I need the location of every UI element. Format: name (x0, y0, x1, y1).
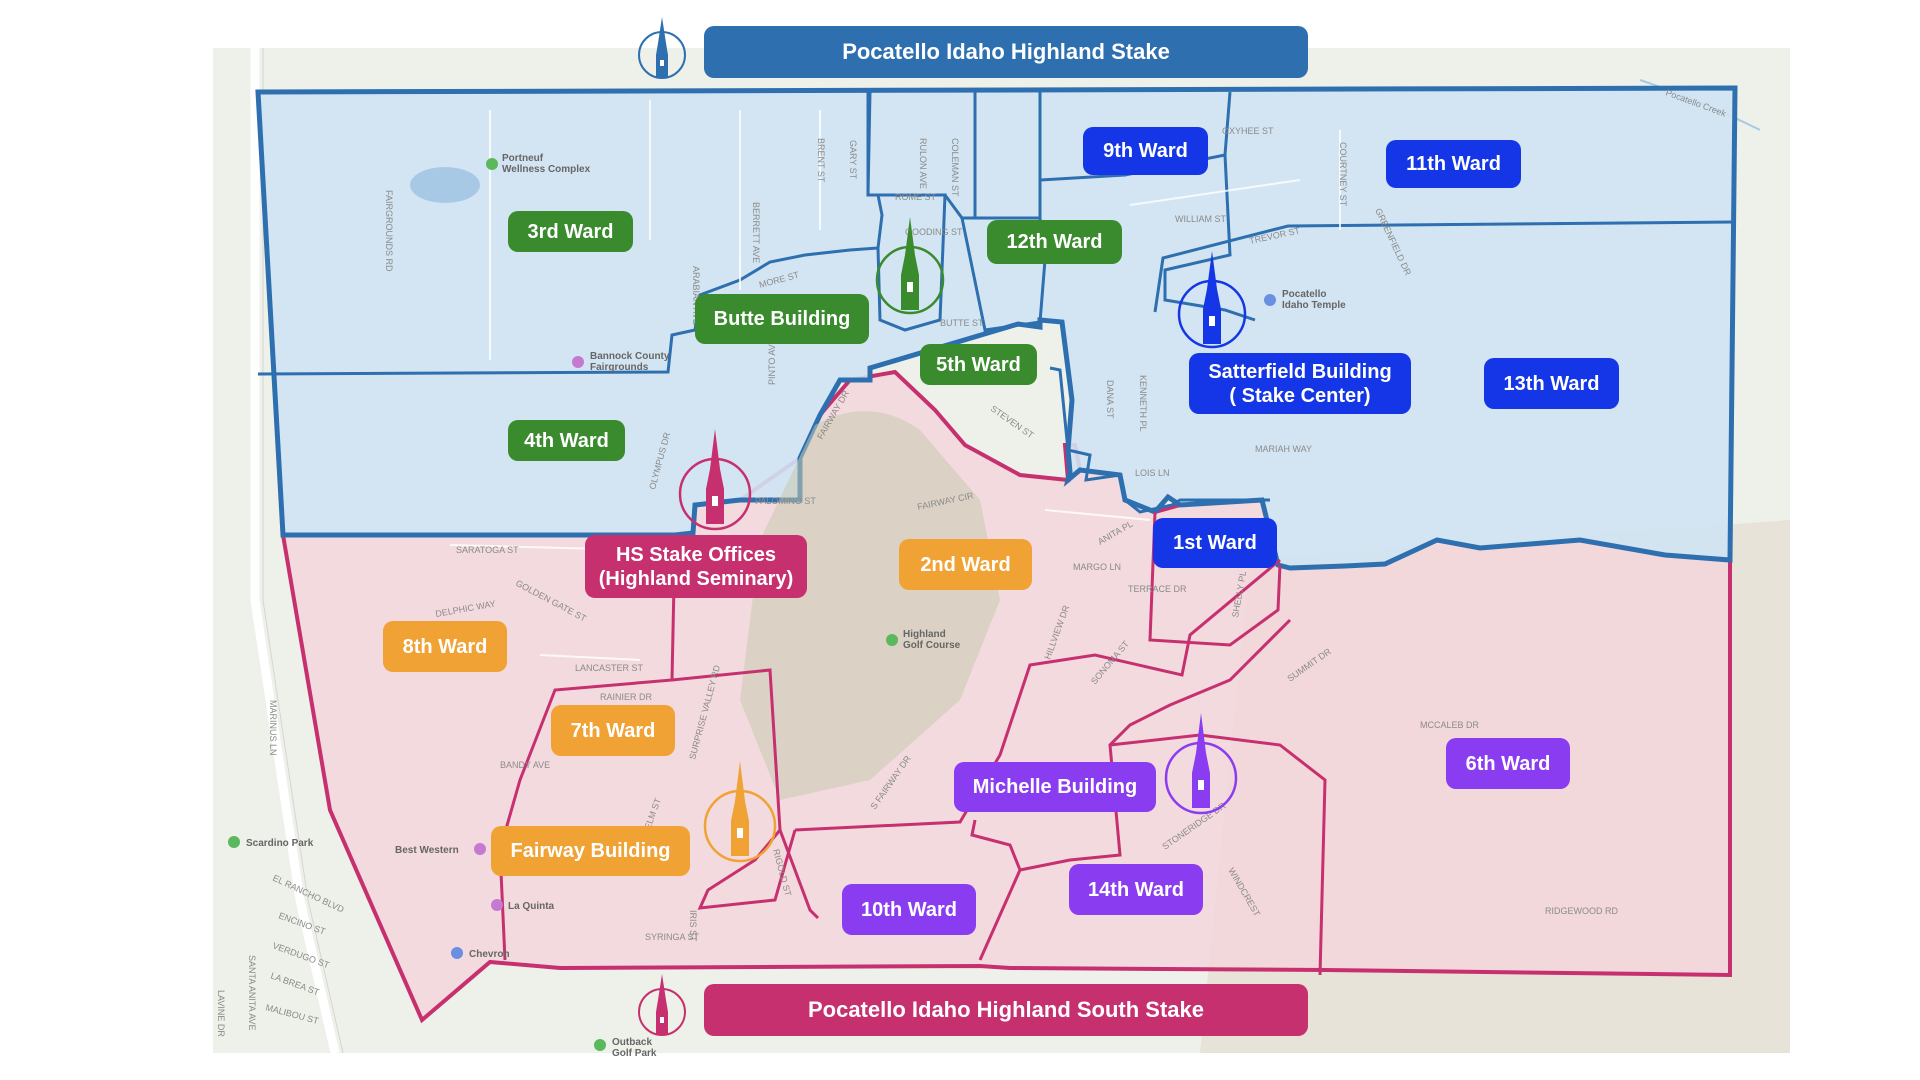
street-label: ARABIAN AVE (691, 266, 701, 325)
street-label: LANCASTER ST (575, 663, 644, 673)
poi-label: Best Western (395, 845, 459, 856)
street-label: IRIS ST (688, 910, 698, 942)
street-label: MARIAH WAY (1255, 444, 1312, 454)
street-label: ROME ST (895, 192, 937, 202)
ward-label-8th: 8th Ward (383, 621, 507, 672)
ward-label-7th: 7th Ward (551, 705, 675, 756)
street-label: BRENT ST (816, 138, 826, 183)
street-label: MARGO LN (1073, 562, 1121, 572)
street-label: LAVINE DR (216, 990, 226, 1037)
meetinghouse-icon (678, 429, 752, 531)
highway-edge (262, 48, 344, 1054)
street-label: KENNETH PL (1138, 375, 1148, 432)
street-label: MCCALEB DR (1420, 720, 1480, 730)
golf-course-area (740, 411, 1000, 800)
street-label: SARATOGA ST (456, 545, 519, 555)
poi-label: Scardino Park (246, 838, 314, 849)
meetinghouse-icon (875, 217, 945, 315)
street-label: RULON AVE (918, 138, 928, 189)
street-label: DANA ST (1105, 380, 1115, 419)
ward-label-5th: 5th Ward (920, 344, 1037, 385)
street-label: GOODING ST (905, 227, 963, 237)
street-label: COURTNEY ST (1338, 142, 1348, 207)
meetinghouse-icon (1177, 251, 1247, 349)
meetinghouse-icon (1164, 713, 1238, 815)
street-label: TERRACE DR (1128, 584, 1187, 594)
street-label: BUTTE ST (940, 318, 984, 328)
street-label: LOIS LN (1135, 468, 1170, 478)
park-icon (228, 836, 240, 848)
fuel-icon (451, 947, 463, 959)
hotel-icon (491, 899, 503, 911)
building-label-michelle: Michelle Building (954, 762, 1156, 812)
street-label: MARINUS LN (268, 700, 278, 756)
golf-icon (886, 634, 898, 646)
ward-label-9th: 9th Ward (1083, 127, 1208, 175)
street-label: RIDGEWOOD RD (1545, 906, 1618, 916)
ward-label-13th: 13th Ward (1484, 358, 1619, 409)
street-label: FAIRGROUNDS RD (384, 190, 394, 272)
poi-label: La Quinta (508, 901, 555, 912)
building-label-fairway: Fairway Building (491, 826, 690, 876)
meetinghouse-icon (638, 17, 686, 79)
meetinghouse-icon (703, 761, 777, 863)
street-label: COLEMAN ST (950, 138, 960, 197)
street-label: GARY ST (848, 140, 858, 180)
ward-label-3rd: 3rd Ward (508, 211, 633, 252)
street-label: RAINIER DR (600, 692, 653, 702)
fairgrounds-icon (572, 356, 584, 368)
ward-label-14th: 14th Ward (1069, 864, 1203, 915)
ward-label-11th: 11th Ward (1386, 140, 1521, 188)
hotel-icon (474, 843, 486, 855)
ward-label-1st: 1st Ward (1153, 518, 1277, 568)
ward-label-12th: 12th Ward (987, 220, 1122, 264)
building-label-hs-stake-offices: HS Stake Offices (Highland Seminary) (585, 535, 807, 598)
park-icon (486, 158, 498, 170)
ward-label-4th: 4th Ward (508, 420, 625, 461)
building-label-satterfield: Satterfield Building ( Stake Center) (1189, 353, 1411, 414)
temple-icon (1264, 294, 1276, 306)
street-label: OXYHEE ST (1222, 126, 1274, 136)
street-label: SANTA ANITA AVE (247, 955, 257, 1031)
highway (250, 48, 340, 1055)
south-stake-banner: Pocatello Idaho Highland South Stake (704, 984, 1308, 1036)
street-label: BERRETT AVE (751, 202, 761, 263)
ward-label-6th: 6th Ward (1446, 738, 1570, 789)
street-label: PINTO AVE (767, 338, 777, 385)
building-label-butte: Butte Building (695, 294, 869, 344)
street-label: WILLIAM ST (1175, 214, 1227, 224)
north-stake-banner: Pocatello Idaho Highland Stake (704, 26, 1308, 78)
park-icon (594, 1039, 606, 1051)
ward-label-2nd: 2nd Ward (899, 539, 1032, 590)
pond (410, 167, 480, 203)
street-label: SYRINGA ST (645, 932, 700, 942)
poi-label: Chevron (469, 949, 510, 960)
meetinghouse-icon (638, 974, 686, 1036)
street-label: BANDY AVE (500, 760, 550, 770)
ward-label-10th: 10th Ward (842, 884, 976, 935)
street-label: PALOMINO ST (755, 496, 816, 506)
